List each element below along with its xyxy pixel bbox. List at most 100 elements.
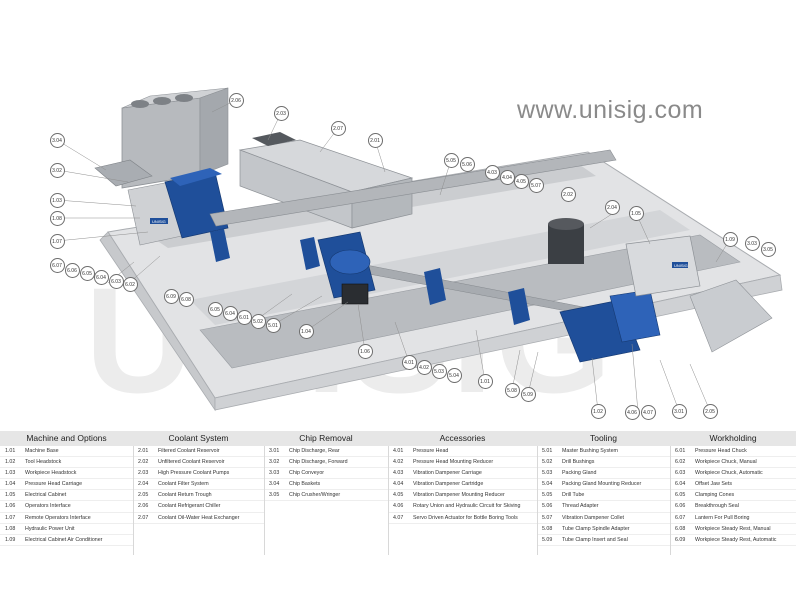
- part-label: Packing Gland Mounting Reducer: [562, 481, 642, 488]
- part-label: Coolant Oil-Water Heat Exchanger: [158, 514, 240, 521]
- legend-item: 1.08 Hydraulic Power Unit: [0, 524, 133, 535]
- workpiece-headstock: [127, 168, 229, 246]
- column-divider: [264, 446, 265, 555]
- callout-badge: 2.01: [367, 132, 383, 148]
- callout-badge: 3.02: [49, 162, 65, 178]
- tool-headstock: [559, 289, 661, 363]
- part-code: 4.04: [393, 481, 404, 488]
- part-code: 2.06: [138, 503, 149, 510]
- callout-badge: 4.05: [513, 173, 529, 189]
- part-label: Remote Operators Interface: [25, 514, 91, 521]
- legend-item: 4.04 Vibration Dampener Cartridge: [388, 479, 537, 491]
- callout-badge: 2.06: [228, 92, 244, 108]
- electrical-cabinet: [625, 235, 701, 297]
- legend-item: 2.07 Coolant Oil-Water Heat Exchanger: [133, 513, 264, 524]
- legend-item: 6.04 Offset Jaw Sets: [670, 479, 796, 491]
- part-code: 5.07: [542, 514, 553, 521]
- callout-badge: 2.07: [330, 120, 346, 136]
- part-code: 6.06: [675, 503, 686, 510]
- callout-badge: 1.08: [49, 210, 65, 226]
- part-label: Vibration Dampener Cartridge: [413, 481, 484, 488]
- part-label: Workpiece Headstock: [25, 470, 77, 477]
- part-code: 1.09: [5, 536, 16, 543]
- part-code: 4.01: [393, 448, 404, 454]
- part-code: 3.01: [269, 448, 280, 454]
- callout-badge: 1.05: [628, 205, 644, 221]
- part-label: Hydraulic Power Unit: [25, 525, 75, 532]
- part-code: 6.02: [675, 459, 686, 466]
- callout-badge: 6.05: [79, 265, 95, 281]
- part-label: Offset Jaw Sets: [695, 481, 732, 488]
- legend-item: 2.06 Coolant Refrigerant Chiller: [133, 501, 264, 513]
- part-code: 4.03: [393, 470, 404, 477]
- part-label: Lantern For Pull Boring: [695, 514, 750, 521]
- part-label: Unfiltered Coolant Reservoir: [158, 459, 225, 466]
- legend-heading: Workholding: [670, 431, 796, 446]
- callout-badge: 3.03: [744, 235, 760, 251]
- part-label: Tube Clamp Insert and Seal: [562, 536, 628, 543]
- part-label: Workpiece Chuck, Manual: [695, 459, 757, 466]
- callout-badge: 4.03: [484, 164, 500, 180]
- column-divider: [537, 446, 538, 555]
- part-label: Chip Crusher/Wringer: [289, 492, 341, 499]
- part-label: High Pressure Coolant Pumps: [158, 470, 230, 477]
- legend-heading: Chip Removal: [264, 431, 388, 446]
- part-code: 5.01: [542, 448, 553, 454]
- part-label: Packing Gland: [562, 470, 597, 477]
- part-code: 4.02: [393, 459, 404, 466]
- part-code: 6.08: [675, 525, 686, 532]
- machine-badge: UNISIG: [674, 263, 688, 268]
- callout-badge: 1.04: [298, 323, 314, 339]
- part-code: 2.01: [138, 448, 149, 454]
- part-code: 1.03: [5, 470, 16, 477]
- part-label: Pressure Head Chuck: [695, 448, 747, 454]
- legend-item: 4.06 Rotary Union and Hydraulic Circuit f…: [388, 501, 537, 513]
- callout-badge: 6.01: [236, 309, 252, 325]
- callout-badge: 3.01: [671, 403, 687, 419]
- callout-badge: 5.09: [520, 386, 536, 402]
- callout-badge: 1.07: [49, 233, 65, 249]
- part-code: 4.06: [393, 503, 404, 510]
- callout-badge: 1.01: [477, 373, 493, 389]
- part-code: 1.01: [5, 448, 16, 454]
- part-code: 2.07: [138, 514, 149, 521]
- callout-badge: 6.05: [207, 301, 223, 317]
- callout-badge: 4.01: [401, 354, 417, 370]
- callout-badge: 5.03: [431, 363, 447, 379]
- part-code: 1.08: [5, 525, 16, 532]
- part-label: Coolant Refrigerant Chiller: [158, 503, 221, 510]
- part-label: Chip Conveyor: [289, 470, 325, 477]
- part-code: 6.04: [675, 481, 686, 488]
- part-code: 3.04: [269, 481, 280, 488]
- callout-badge: 5.06: [459, 156, 475, 172]
- part-label: Rotary Union and Hydraulic Circuit for S…: [413, 503, 521, 510]
- part-code: 5.04: [542, 481, 553, 488]
- part-label: Operators Interface: [25, 503, 71, 510]
- part-label: Servo Driven Actuator for Bottle Boring …: [413, 514, 518, 521]
- vibration-dampener-carriage: [424, 268, 446, 305]
- part-code: 2.05: [138, 492, 149, 499]
- part-label: Clamping Cones: [695, 492, 735, 499]
- part-label: Vibration Dampener Carriage: [413, 470, 482, 477]
- callout-badge: 5.02: [250, 313, 266, 329]
- workpiece-tube: [209, 149, 617, 227]
- part-label: Tube Clamp Spindle Adapter: [562, 525, 630, 532]
